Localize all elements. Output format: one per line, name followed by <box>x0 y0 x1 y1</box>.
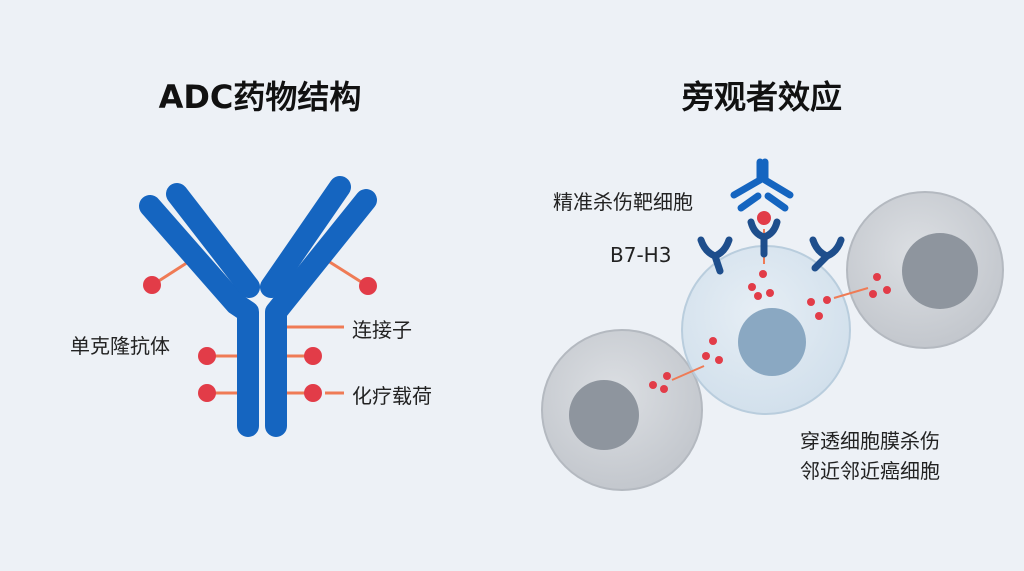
payload-particles <box>649 270 891 393</box>
label-linker: 连接子 <box>352 318 412 342</box>
payload-dots <box>143 276 377 402</box>
bystander-effect-title: 旁观者效应 <box>681 78 843 116</box>
b7-h3-receptors <box>697 218 845 275</box>
label-bystander-line2: 邻近邻近癌细胞 <box>800 459 940 483</box>
label-bystander-line1: 穿透细胞膜杀伤 <box>800 429 940 453</box>
monoclonal-antibody <box>139 176 377 437</box>
label-payload: 化疗载荷 <box>352 384 432 408</box>
neighbor-cell-right <box>846 191 1004 349</box>
adc-structure-title: ADC药物结构 <box>158 78 362 116</box>
payload-dot <box>198 384 216 402</box>
payload-dot-bound <box>757 211 771 225</box>
payload-dot <box>198 347 216 365</box>
payload-dot <box>304 384 322 402</box>
payload-dot <box>359 277 377 295</box>
target-cell <box>681 245 851 415</box>
payload-dot <box>143 276 161 294</box>
small-antibody <box>730 158 794 212</box>
label-target-kill: 精准杀伤靶细胞 <box>553 190 693 214</box>
label-antibody: 单克隆抗体 <box>70 334 170 358</box>
linker-lines <box>153 252 367 395</box>
label-b7-h3: B7-H3 <box>610 243 672 267</box>
bystander-diagram <box>541 158 1004 491</box>
neighbor-cell-left <box>541 329 703 491</box>
payload-dot <box>304 347 322 365</box>
antibody-diagram <box>139 176 377 437</box>
